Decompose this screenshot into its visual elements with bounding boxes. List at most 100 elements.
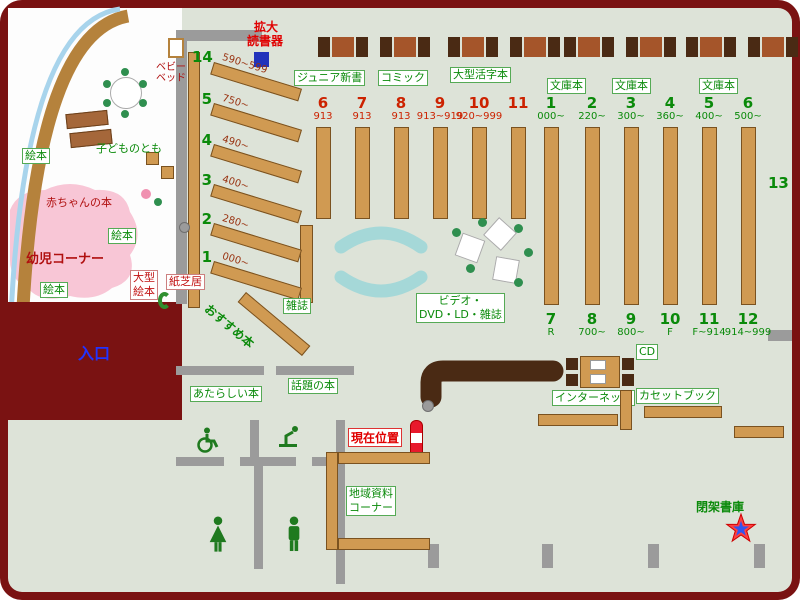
- shelf-number: 11: [507, 94, 529, 112]
- topic-books-label: 話題の本: [288, 378, 338, 394]
- service-counter: [420, 360, 564, 408]
- shelf-range: 700~: [578, 327, 606, 338]
- bookshelf: [624, 127, 639, 305]
- bookshelf: [620, 390, 632, 430]
- chair-dot-icon: [139, 80, 147, 88]
- shelf-number: 8: [395, 94, 407, 112]
- wall: [336, 420, 345, 584]
- genre-label-bunko: 文庫本: [547, 78, 586, 94]
- shelf-number: 4: [201, 131, 212, 149]
- computer-icon: [590, 360, 606, 370]
- picture-books-label: 絵本: [40, 282, 68, 298]
- bookshelf: [544, 127, 559, 305]
- wall: [276, 366, 354, 375]
- infant-corner-title: 幼児コーナー: [26, 252, 105, 267]
- wall-stub: [428, 544, 439, 568]
- chair-icon: [564, 37, 576, 57]
- shelf-number: 2: [586, 94, 598, 112]
- chair-icon: [318, 37, 330, 57]
- chair-icon: [724, 37, 736, 57]
- sofa-icon: [334, 226, 428, 254]
- shelf-number: 5: [201, 90, 212, 108]
- chair-icon: [748, 37, 760, 57]
- computer-icon: [590, 374, 606, 384]
- chair-dot-icon: [466, 264, 475, 273]
- genre-label-comic: コミック: [378, 70, 428, 86]
- shelf-number: 7: [356, 94, 368, 112]
- wall: [176, 366, 264, 375]
- wheelchair-icon: [197, 427, 219, 453]
- video-label-line1: ビデオ・: [438, 294, 483, 307]
- shelf-number: 3: [201, 171, 212, 189]
- chair-icon: [356, 37, 368, 57]
- chair-dot-icon: [121, 110, 129, 118]
- curved-window-wall: [8, 6, 121, 317]
- bookshelf: [538, 414, 618, 426]
- infant-rug-shape: [10, 184, 138, 299]
- shelf-range: 913: [352, 111, 372, 122]
- chair-icon: [602, 37, 614, 57]
- chair-icon: [622, 374, 634, 386]
- large-picture-books-line2: 絵本: [133, 285, 155, 298]
- shelf-number: 11: [698, 310, 720, 328]
- magnifier-label-line1: 拡大: [254, 20, 279, 34]
- table-icon: [524, 37, 546, 57]
- shelf-number: 9: [625, 310, 637, 328]
- shelf-number: 6: [742, 94, 754, 112]
- wall: [254, 457, 263, 569]
- kodomo-no-tomo-label: 子どものとも: [96, 142, 162, 155]
- entrance-label: 入口: [78, 344, 111, 363]
- shelf-number: 3: [625, 94, 637, 112]
- table-icon: [762, 37, 784, 57]
- bookshelf: [338, 538, 430, 550]
- round-table: [110, 77, 142, 109]
- reading-table-cluster: [686, 36, 798, 58]
- bookshelf: [663, 127, 678, 305]
- bookshelf: [702, 127, 717, 305]
- local-materials-line1: 地域資料: [349, 487, 393, 500]
- picture-books-label: 絵本: [108, 228, 136, 244]
- shelf-range: 913: [391, 111, 411, 122]
- magazine-shelf: [300, 225, 313, 303]
- shelf-number: 2: [201, 210, 212, 228]
- large-picture-books-label: 大型 絵本: [130, 270, 158, 300]
- kids-shelf: [146, 152, 159, 165]
- baby-books-label: 赤ちゃんの本: [46, 196, 112, 209]
- magnifier-label-line2: 読書器: [247, 34, 284, 48]
- shelf-number: 8: [586, 310, 598, 328]
- shelf-13-label: 13: [768, 174, 789, 192]
- shelf-range: R: [547, 327, 555, 338]
- chair-icon: [664, 37, 676, 57]
- chair-icon: [548, 37, 560, 57]
- wall: [250, 420, 259, 460]
- cassette-label: カセットブック: [636, 388, 719, 404]
- wall-stub: [648, 544, 659, 568]
- picture-books-label: 絵本: [22, 148, 50, 164]
- stool-icon: [154, 198, 162, 206]
- bookshelf: [326, 452, 338, 550]
- sofa-icon: [334, 270, 428, 298]
- shelf-number: 5: [703, 94, 715, 112]
- bookshelf: [585, 127, 600, 305]
- shelf-number: 12: [737, 310, 759, 328]
- cd-label: CD: [636, 344, 659, 360]
- reading-table-cluster: [564, 36, 676, 58]
- chair-icon: [686, 37, 698, 57]
- chair-icon: [566, 374, 578, 386]
- stool-icon: [141, 189, 151, 199]
- bookshelf: [433, 127, 448, 219]
- pillar-icon: [179, 222, 190, 233]
- kids-shelf: [161, 166, 174, 179]
- entrance-area: [8, 302, 182, 420]
- shelf-number: 7: [545, 310, 557, 328]
- internet-label: インターネット: [552, 390, 635, 406]
- table-icon: [462, 37, 484, 57]
- current-location-label: 現在位置: [348, 428, 403, 447]
- chair-dot-icon: [103, 80, 111, 88]
- table-icon: [394, 37, 416, 57]
- chair-dot-icon: [478, 218, 487, 227]
- genre-label-bunko: 文庫本: [699, 78, 738, 94]
- shelf-number: 9: [434, 94, 446, 112]
- table-icon: [640, 37, 662, 57]
